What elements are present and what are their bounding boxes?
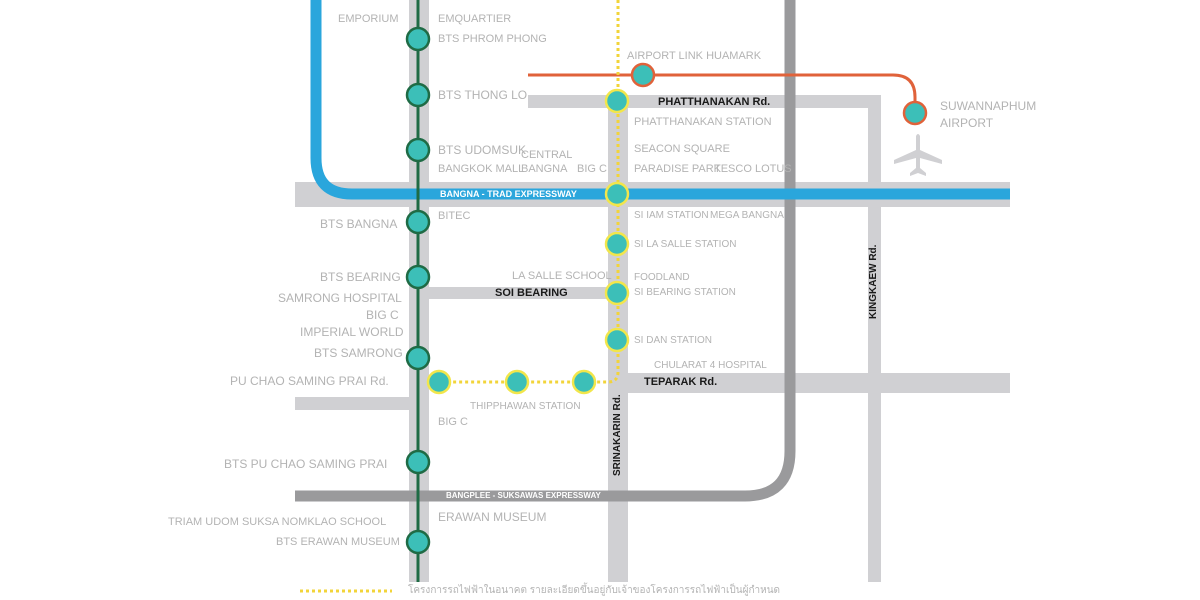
label-samrong-hospital: SAMRONG HOSPITAL bbox=[278, 291, 402, 305]
label-bts-phrom-phong: BTS PHROM PHONG bbox=[438, 33, 547, 45]
bangna-trad-expressway-line bbox=[310, 0, 1010, 200]
label-kingkaew-rd: KINGKAEW Rd. bbox=[868, 244, 879, 319]
station-samrong[interactable] bbox=[405, 345, 431, 371]
station-bangna[interactable] bbox=[405, 209, 431, 235]
label-emporium: EMPORIUM bbox=[338, 13, 399, 25]
label-seacon-square: SEACON SQUARE bbox=[634, 143, 730, 155]
label-airport: AIRPORT bbox=[940, 116, 994, 130]
label-bts-pu-chao: BTS PU CHAO SAMING PRAI bbox=[224, 457, 388, 471]
label-bts-bangna: BTS BANGNA bbox=[320, 217, 398, 231]
label-paradise-park: PARADISE PARK bbox=[634, 163, 722, 175]
label-soi-bearing: SOI BEARING bbox=[495, 287, 568, 299]
roads bbox=[295, 0, 1010, 582]
road-kingkaew bbox=[868, 95, 881, 582]
station-erawan-museum[interactable] bbox=[405, 529, 431, 555]
label-erawan-museum: ERAWAN MUSEUM bbox=[438, 510, 547, 524]
future-line-yellow bbox=[438, 0, 620, 384]
label-bts-bearing: BTS BEARING bbox=[320, 270, 401, 284]
station-thipphawan[interactable] bbox=[504, 369, 530, 395]
station-pu-chao[interactable] bbox=[405, 449, 431, 475]
label-si-iam-station: SI IAM STATION bbox=[634, 210, 709, 221]
yellow-stations bbox=[426, 88, 630, 395]
label-emquartier: EMQUARTIER bbox=[438, 13, 512, 25]
label-big-c-3: BIG C bbox=[438, 416, 468, 428]
station-si-bearing[interactable] bbox=[604, 280, 630, 306]
label-phatthanakan-station: PHATTHANAKAN STATION bbox=[634, 116, 772, 128]
label-bitec: BITEC bbox=[438, 210, 471, 222]
label-si-bearing-station: SI BEARING STATION bbox=[634, 287, 736, 298]
station-si-iam[interactable] bbox=[604, 181, 630, 207]
road-bangplee-suksawas bbox=[295, 0, 796, 502]
station-si-la-salle[interactable] bbox=[604, 231, 630, 257]
label-chularat-hospital: CHULARAT 4 HOSPITAL bbox=[654, 360, 767, 371]
label-bangna-trad: BANGNA - TRAD EXPRESSWAY bbox=[440, 189, 577, 199]
station-thong-lo[interactable] bbox=[405, 82, 431, 108]
airplane-icon bbox=[894, 134, 942, 176]
road-teparak bbox=[628, 373, 1010, 393]
station-si-dan[interactable] bbox=[604, 327, 630, 353]
label-phatthanakan-rd: PHATTHANAKAN Rd. bbox=[658, 96, 771, 108]
label-big-c-2: BIG C bbox=[366, 308, 399, 322]
label-pu-chao-rd: PU CHAO SAMING PRAI Rd. bbox=[230, 374, 389, 388]
label-foodland: FOODLAND bbox=[634, 272, 690, 283]
station-bearing[interactable] bbox=[405, 264, 431, 290]
station-teparak-3[interactable] bbox=[426, 369, 452, 395]
station-teparak-1[interactable] bbox=[571, 369, 597, 395]
label-mega-bangna: MEGA BANGNA bbox=[710, 210, 784, 221]
road-pu-chao bbox=[295, 397, 409, 410]
label-bangkok-mall: BANGKOK MALL bbox=[438, 163, 525, 175]
label-bts-samrong: BTS SAMRONG bbox=[314, 346, 403, 360]
label-airport-link: AIRPORT LINK HUAMARK bbox=[627, 50, 762, 62]
road-soi-bearing bbox=[429, 287, 612, 299]
station-phatthanakan[interactable] bbox=[604, 88, 630, 114]
label-thipphawan-station: THIPPHAWAN STATION bbox=[470, 401, 581, 412]
label-srinakarin-rd: SRINAKARIN Rd. bbox=[612, 394, 623, 476]
label-imperial-world: IMPERIAL WORLD bbox=[300, 325, 404, 339]
station-airport-link-huamark[interactable] bbox=[630, 62, 656, 88]
label-bangplee-suksawas: BANGPLEE - SUKSAWAS EXPRESSWAY bbox=[446, 491, 601, 500]
station-udomsuk[interactable] bbox=[405, 137, 431, 163]
label-bts-thong-lo: BTS THONG LO bbox=[438, 88, 528, 102]
label-big-c-1: BIG C bbox=[577, 163, 607, 175]
label-teparak-rd: TEPARAK Rd. bbox=[644, 376, 718, 388]
label-bts-erawan-museum: BTS ERAWAN MUSEUM bbox=[276, 536, 400, 548]
label-central: CENTRAL bbox=[521, 149, 573, 161]
label-la-salle-school: LA SALLE SCHOOL bbox=[512, 270, 612, 282]
label-bangna-mall: BANGNA bbox=[521, 163, 568, 175]
station-suvarnabhumi-airport[interactable] bbox=[902, 100, 928, 126]
bts-stations bbox=[405, 26, 431, 555]
label-si-la-salle-station: SI LA SALLE STATION bbox=[634, 239, 737, 250]
station-phrom-phong[interactable] bbox=[405, 26, 431, 52]
label-triam-udom: TRIAM UDOM SUKSA NOMKLAO SCHOOL bbox=[168, 516, 387, 528]
label-si-dan-station: SI DAN STATION bbox=[634, 335, 712, 346]
label-suvarnabhumi: SUWANNAPHUM bbox=[940, 99, 1037, 113]
label-bts-udomsuk: BTS UDOMSUK bbox=[438, 143, 527, 157]
airport-link-line bbox=[528, 73, 917, 113]
legend-text: โครงการรถไฟฟ้าในอนาคต รายละเอียดขึ้นอยู่… bbox=[408, 585, 781, 596]
label-tesco-lotus: TESCO LOTUS bbox=[714, 163, 792, 175]
